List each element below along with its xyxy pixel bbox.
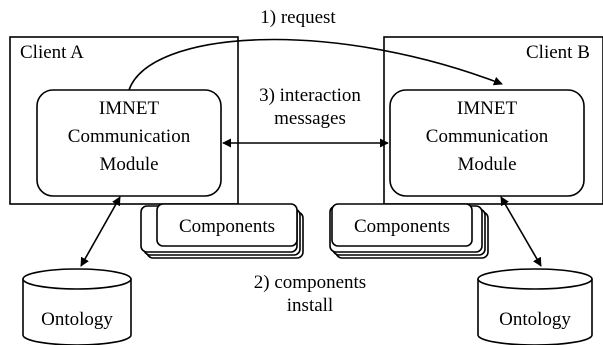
ontology-right-arrow	[500, 196, 542, 267]
client-b-module-line-2: Communication	[426, 126, 549, 147]
client-b-box: Client B IMNET Communication Module	[383, 36, 603, 205]
ontology-left-arrow	[80, 196, 121, 267]
request-arrow	[128, 38, 503, 91]
components-left-label: Components	[179, 216, 275, 237]
client-b-module	[389, 89, 585, 197]
components-stack-right: Components	[329, 203, 489, 259]
install-label-line-1: 2) components	[254, 272, 366, 293]
components-right-label: Components	[354, 216, 450, 237]
install-label-line-2: install	[287, 295, 333, 316]
client-b-label: Client B	[526, 42, 590, 63]
client-a-module-line-1: IMNET	[99, 98, 160, 119]
ontology-cylinder-right: Ontology	[477, 268, 593, 345]
interaction-label-line-1: 3) interaction	[259, 85, 361, 106]
ontology-left-label: Ontology	[41, 309, 113, 330]
interaction-label-line-2: messages	[274, 108, 346, 129]
ontology-right-label: Ontology	[499, 309, 571, 330]
components-stack-left: Components	[140, 203, 304, 259]
client-b-module-line-1: IMNET	[457, 98, 518, 119]
ontology-cylinder-left: Ontology	[22, 268, 132, 345]
client-b-module-line-3: Module	[457, 154, 516, 175]
request-label: 1) request	[260, 7, 336, 28]
client-a-label: Client A	[20, 42, 84, 63]
client-a-module-line-2: Communication	[68, 126, 191, 147]
client-a-module-line-3: Module	[99, 154, 158, 175]
client-a-box: Client A IMNET Communication Module	[9, 36, 239, 205]
